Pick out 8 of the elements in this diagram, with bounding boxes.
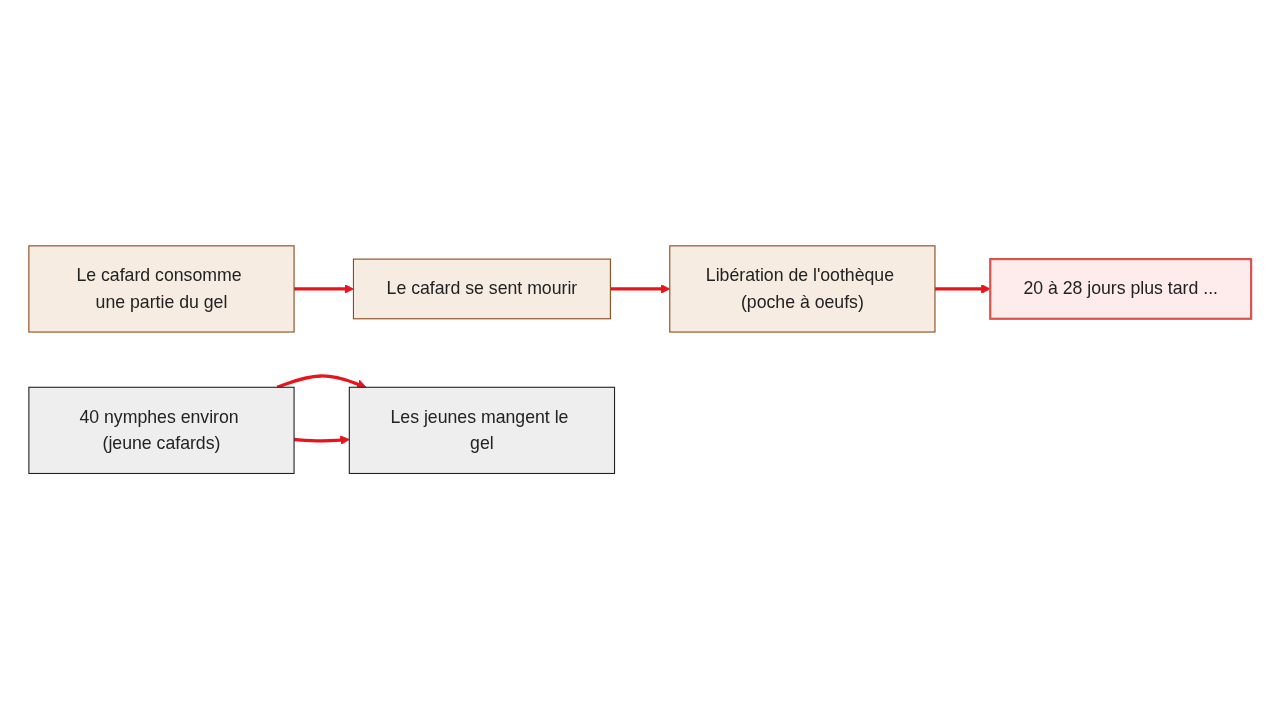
node-box: Libération de l'oothèque (poche à oeufs) (669, 245, 936, 333)
arrow (935, 284, 991, 295)
node-box: Les jeunes mangent le gel (348, 387, 616, 475)
node-box: 20 à 28 jours plus tard ... (989, 258, 1253, 321)
node-box: Le cafard consomme une partie du gel (28, 245, 295, 333)
node-box: Le cafard se sent mourir (352, 258, 611, 320)
node-box: 40 nymphes environ (jeune cafards) (28, 387, 295, 475)
arrow (294, 284, 354, 295)
